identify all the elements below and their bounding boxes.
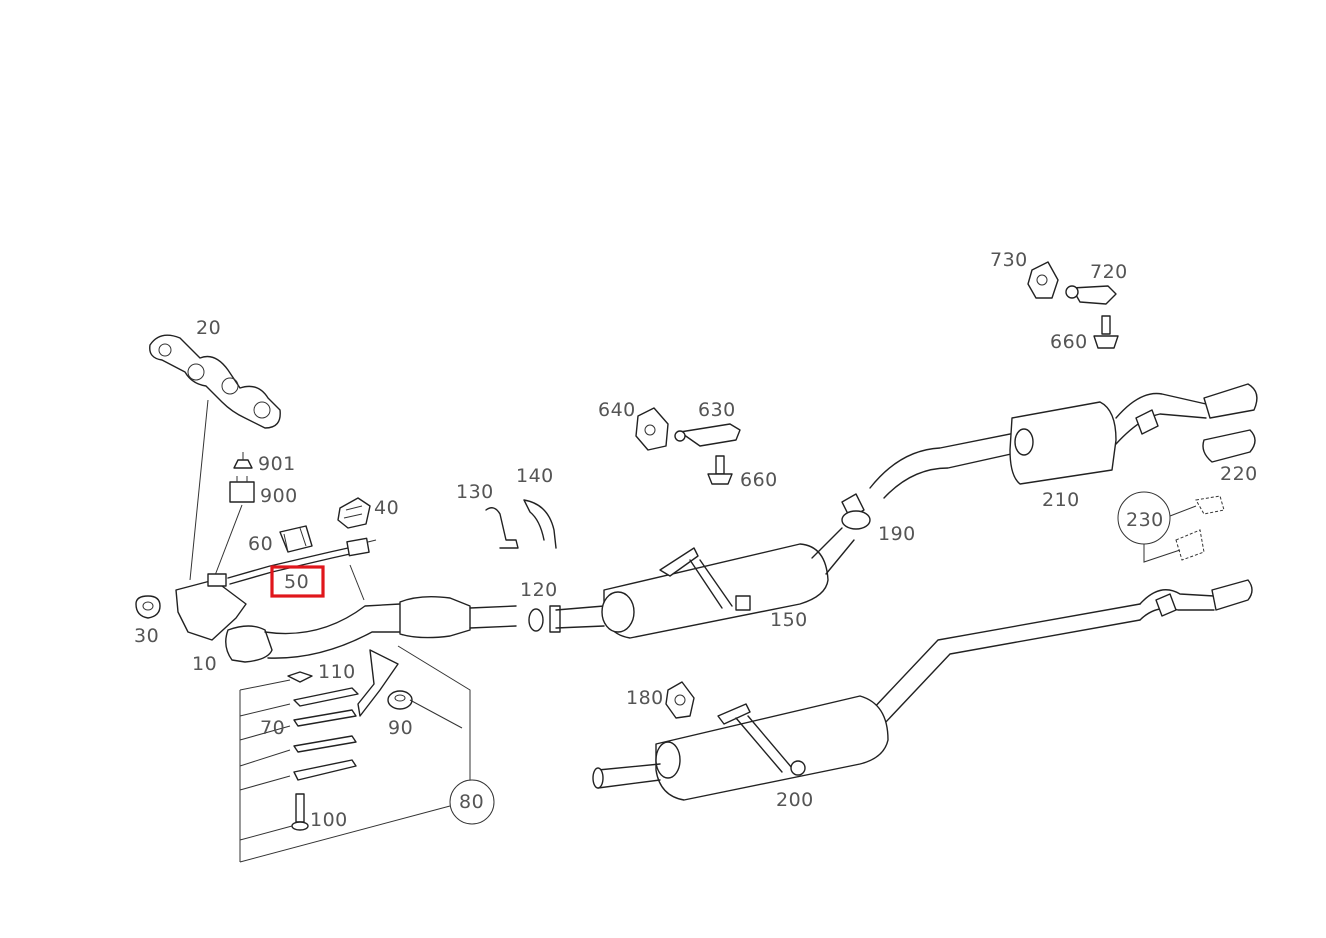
label-20[interactable]: 20 — [196, 317, 221, 339]
label-660-upper[interactable]: 660 — [740, 469, 778, 491]
label-630[interactable]: 630 — [698, 399, 736, 421]
label-110[interactable]: 110 — [318, 661, 356, 683]
part-720-hanger-bracket[interactable] — [1065, 285, 1117, 305]
part-900-bolt[interactable] — [229, 476, 255, 503]
part-230-clamp-kit-circle[interactable] — [1117, 491, 1225, 563]
label-90[interactable]: 90 — [388, 717, 413, 739]
label-130[interactable]: 130 — [456, 481, 494, 503]
part-200-rear-silencer[interactable] — [592, 579, 1253, 801]
part-180-rubber-hanger[interactable] — [665, 681, 695, 719]
label-230[interactable]: 230 — [1126, 509, 1164, 531]
highlight-box-50 — [270, 565, 325, 598]
part-210-rear-muffler[interactable] — [869, 383, 1258, 499]
part-10-front-catalyst-pipe[interactable] — [175, 573, 517, 663]
part-140-clip[interactable] — [523, 499, 557, 549]
label-120[interactable]: 120 — [520, 579, 558, 601]
part-130-clip[interactable] — [485, 507, 519, 549]
label-720[interactable]: 720 — [1090, 261, 1128, 283]
label-60[interactable]: 60 — [248, 533, 273, 555]
label-210[interactable]: 210 — [1042, 489, 1080, 511]
part-80-bracket-kit-circle[interactable] — [449, 779, 495, 825]
part-640-rubber-hanger[interactable] — [635, 407, 669, 451]
part-40-bracket[interactable] — [337, 497, 371, 529]
label-10[interactable]: 10 — [192, 653, 217, 675]
part-660-bolt-upper[interactable] — [707, 455, 733, 485]
label-50[interactable]: 50 — [284, 571, 309, 593]
part-190-clamp[interactable] — [841, 493, 871, 530]
part-30-nut[interactable] — [135, 595, 161, 619]
label-200[interactable]: 200 — [776, 789, 814, 811]
label-30[interactable]: 30 — [134, 625, 159, 647]
label-40[interactable]: 40 — [374, 497, 399, 519]
part-100-bolt[interactable] — [291, 793, 309, 831]
part-50-oxygen-sensor[interactable] — [227, 537, 377, 585]
part-660-bolt-top[interactable] — [1093, 315, 1119, 349]
part-20-manifold-gasket[interactable] — [149, 334, 281, 429]
label-180[interactable]: 180 — [626, 687, 664, 709]
label-220[interactable]: 220 — [1220, 463, 1258, 485]
part-150-center-muffler[interactable] — [555, 527, 855, 639]
label-140[interactable]: 140 — [516, 465, 554, 487]
label-900[interactable]: 900 — [260, 485, 298, 507]
part-90-rubber-mount[interactable] — [387, 690, 413, 710]
part-120-seal-ring[interactable] — [528, 605, 561, 633]
label-150[interactable]: 150 — [770, 609, 808, 631]
label-660-top[interactable]: 660 — [1050, 331, 1088, 353]
label-100[interactable]: 100 — [310, 809, 348, 831]
part-60-heat-shield[interactable] — [279, 525, 313, 553]
label-190[interactable]: 190 — [878, 523, 916, 545]
part-70-bracket-set[interactable] — [293, 649, 399, 781]
part-110-washer[interactable] — [287, 671, 313, 683]
part-901-nut[interactable] — [233, 452, 253, 469]
label-730[interactable]: 730 — [990, 249, 1028, 271]
part-730-rubber-hanger[interactable] — [1027, 261, 1059, 299]
label-901[interactable]: 901 — [258, 453, 296, 475]
part-220-tail-pipe[interactable] — [1202, 429, 1256, 463]
part-630-hanger-bracket[interactable] — [674, 423, 741, 447]
label-80[interactable]: 80 — [459, 791, 484, 813]
label-70[interactable]: 70 — [260, 717, 285, 739]
label-640[interactable]: 640 — [598, 399, 636, 421]
